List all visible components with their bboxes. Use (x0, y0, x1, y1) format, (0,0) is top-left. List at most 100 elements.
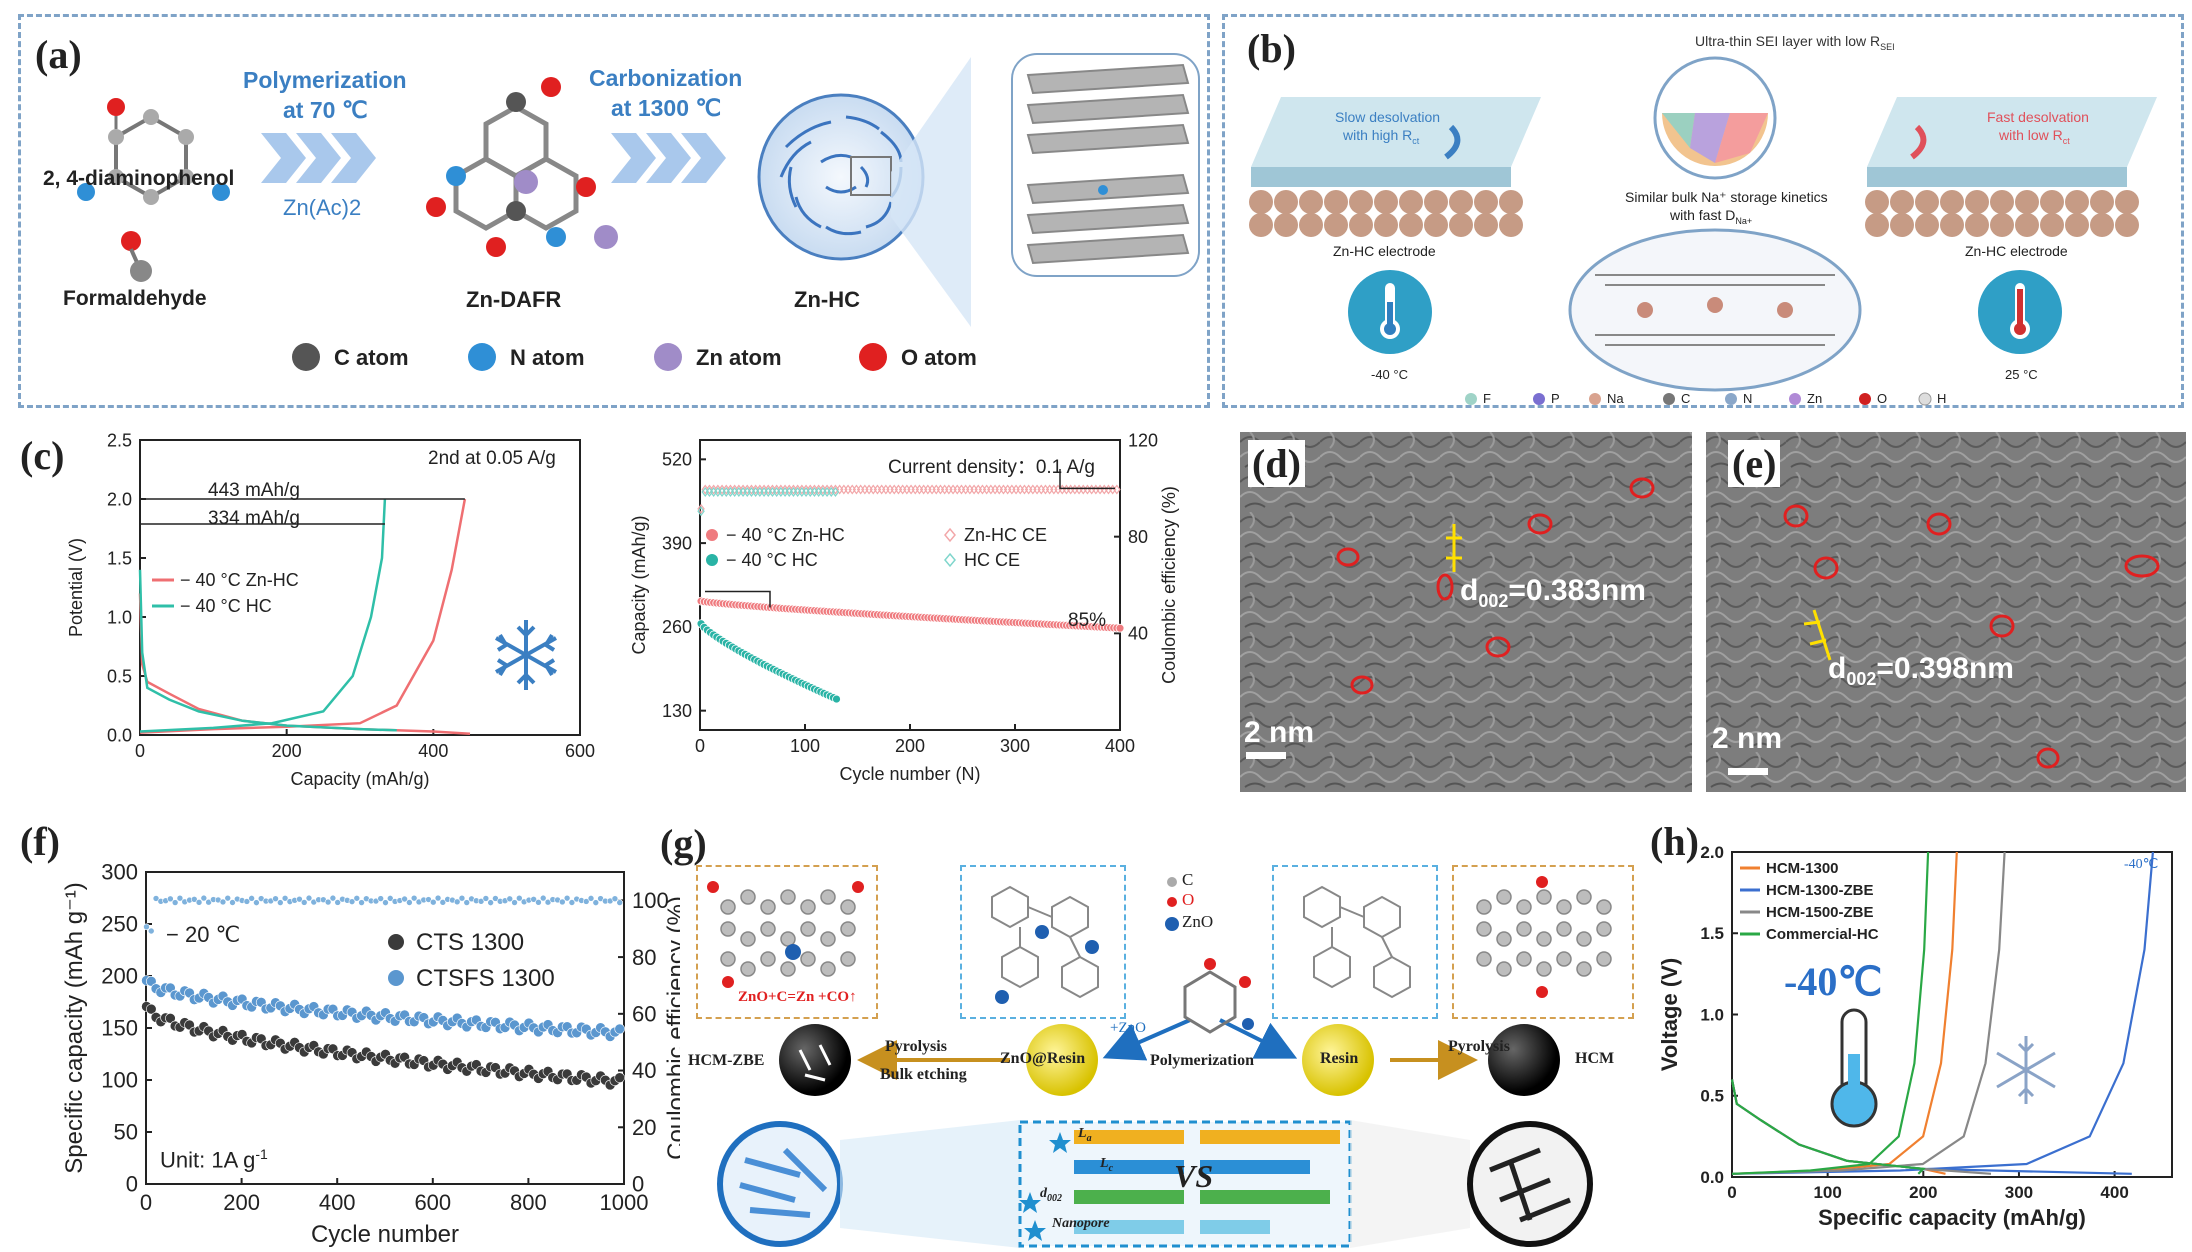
c-left-xtick-label: 0 (135, 741, 145, 761)
f-ytick-label: 150 (101, 1016, 138, 1041)
slow-text-1: Slow desolvation (1335, 109, 1441, 125)
c-right-point (873, 484, 882, 495)
g-hcm-zbe: HCM-ZBE (688, 1052, 765, 1069)
f-point (224, 894, 232, 902)
c-right-point (1058, 484, 1066, 495)
c-right-point (903, 484, 911, 495)
f-point (429, 898, 437, 906)
c-right-point (961, 484, 970, 495)
f-y2tick-label: 80 (632, 945, 656, 970)
f-series-1 (141, 975, 625, 1042)
panel-b-label: (b) (1247, 26, 1296, 71)
h-xtick-label: 200 (1909, 1183, 1937, 1202)
c-left-ytick-label: 2.0 (107, 489, 132, 509)
g-bottom-illustration (717, 1120, 1593, 1248)
c-right-point (772, 486, 781, 497)
c-right-point (789, 486, 798, 497)
warm-thermometer-icon (1978, 270, 2062, 354)
c-right-point (877, 484, 886, 495)
right-electrode-slab (1865, 97, 2157, 237)
legend-c-atom: C atom (334, 345, 409, 370)
h-series-1-discharge (1730, 1079, 2132, 1175)
c-right-legend-label: − 40 °C Zn-HC (726, 525, 845, 545)
step2-title: Carbonization (589, 65, 743, 91)
c-right-point (882, 484, 890, 495)
c-right-series-0 (696, 596, 1125, 633)
f-point (563, 894, 571, 902)
panel-a-label: (a) (35, 32, 82, 77)
f-xlabel: Cycle number (311, 1221, 459, 1248)
h-xlabel: Specific capacity (mAh/g) (1818, 1205, 2086, 1230)
f-y2tick-label: 0 (632, 1172, 644, 1197)
c-left-legend-label: − 40 °C Zn-HC (180, 570, 299, 590)
b-legend-p: P (1551, 391, 1560, 406)
f-point (477, 897, 485, 905)
c-right-point (1012, 484, 1020, 495)
c-right-point (953, 484, 961, 495)
c-right-ytick-label: 260 (662, 617, 692, 637)
g-process-flow (779, 1018, 1560, 1096)
c-right-legend-swatch (706, 529, 718, 541)
c-right-ytick-label: 390 (662, 533, 692, 553)
c-right-point (924, 484, 932, 495)
g-o-label: O (1182, 890, 1195, 909)
c-right-xlabel: Cycle number (N) (839, 764, 980, 784)
f-point (277, 899, 284, 906)
c-right-point (970, 484, 978, 495)
c-right-xtick-label: 200 (895, 736, 925, 756)
b-legend-zn: Zn (1807, 391, 1823, 406)
c-right-point (785, 486, 793, 497)
c-right-point (743, 486, 751, 497)
f-point (171, 899, 179, 906)
similar-text-1: Similar bulk Na⁺ storage kinetics (1625, 189, 1828, 205)
c-right-point (886, 484, 894, 495)
left-electrode-slab (1249, 97, 1541, 237)
c-right-point (831, 486, 840, 497)
g-c-label: C (1182, 870, 1194, 889)
c-right-point (894, 484, 903, 495)
c-right-point (999, 484, 1008, 495)
c-right-y2label: Coulombic efficiency (%) (1159, 486, 1179, 684)
snowflake-icon (495, 620, 557, 690)
c-right-point (1096, 484, 1104, 495)
f-point (535, 899, 542, 906)
c-left-ytick-label: 0.5 (107, 666, 132, 686)
left-electrode-name: Zn-HC electrode (1333, 243, 1436, 259)
g-pyrolysis-left: Pyrolysis (885, 1038, 947, 1055)
f-point (511, 899, 518, 906)
h-xtick-label: 400 (2100, 1183, 2128, 1202)
monomer1-name: 2, 4-diaminophenol (43, 167, 235, 190)
h-snowflake-icon (1996, 1036, 2056, 1104)
f-point (272, 895, 279, 902)
c-right-point (827, 486, 835, 497)
c-right-point (832, 694, 841, 704)
c-right-ylabel: Capacity (mAh/g) (629, 515, 649, 654)
c-right-point (1087, 484, 1096, 495)
panel-d-spacing: d002=0.383nm (1460, 574, 1646, 611)
f-point (559, 898, 566, 906)
f-point (406, 899, 413, 906)
panel-f-label: (f) (20, 819, 60, 864)
f-point (176, 894, 184, 902)
g-bar-d002: d002 (1040, 1186, 1062, 1204)
c-pct: 85% (1068, 610, 1107, 631)
c-right-y2tick-label: 120 (1128, 430, 1158, 450)
cold-temp: -40 °C (1371, 367, 1408, 382)
f-point (439, 899, 447, 906)
legend-o-atom: O atom (901, 345, 977, 370)
f-point (616, 899, 623, 906)
c-right-point (861, 484, 869, 495)
h-ylabel: Voltage (V) (1657, 958, 1682, 1071)
f-ytick-label: 100 (101, 1068, 138, 1093)
panel-e-scale: 2 nm (1712, 722, 1783, 755)
h-frame (1731, 851, 2173, 1178)
f-point (229, 899, 236, 906)
atom-legend-dots (292, 343, 887, 371)
f-point (296, 895, 303, 903)
g-bar-lc: Lc (1100, 1156, 1114, 1174)
c-right-point (798, 486, 806, 497)
f-ytick-label: 0 (126, 1172, 138, 1197)
legend-n-atom: N atom (510, 345, 585, 370)
f-point (492, 895, 499, 902)
c-right-point (869, 484, 877, 495)
